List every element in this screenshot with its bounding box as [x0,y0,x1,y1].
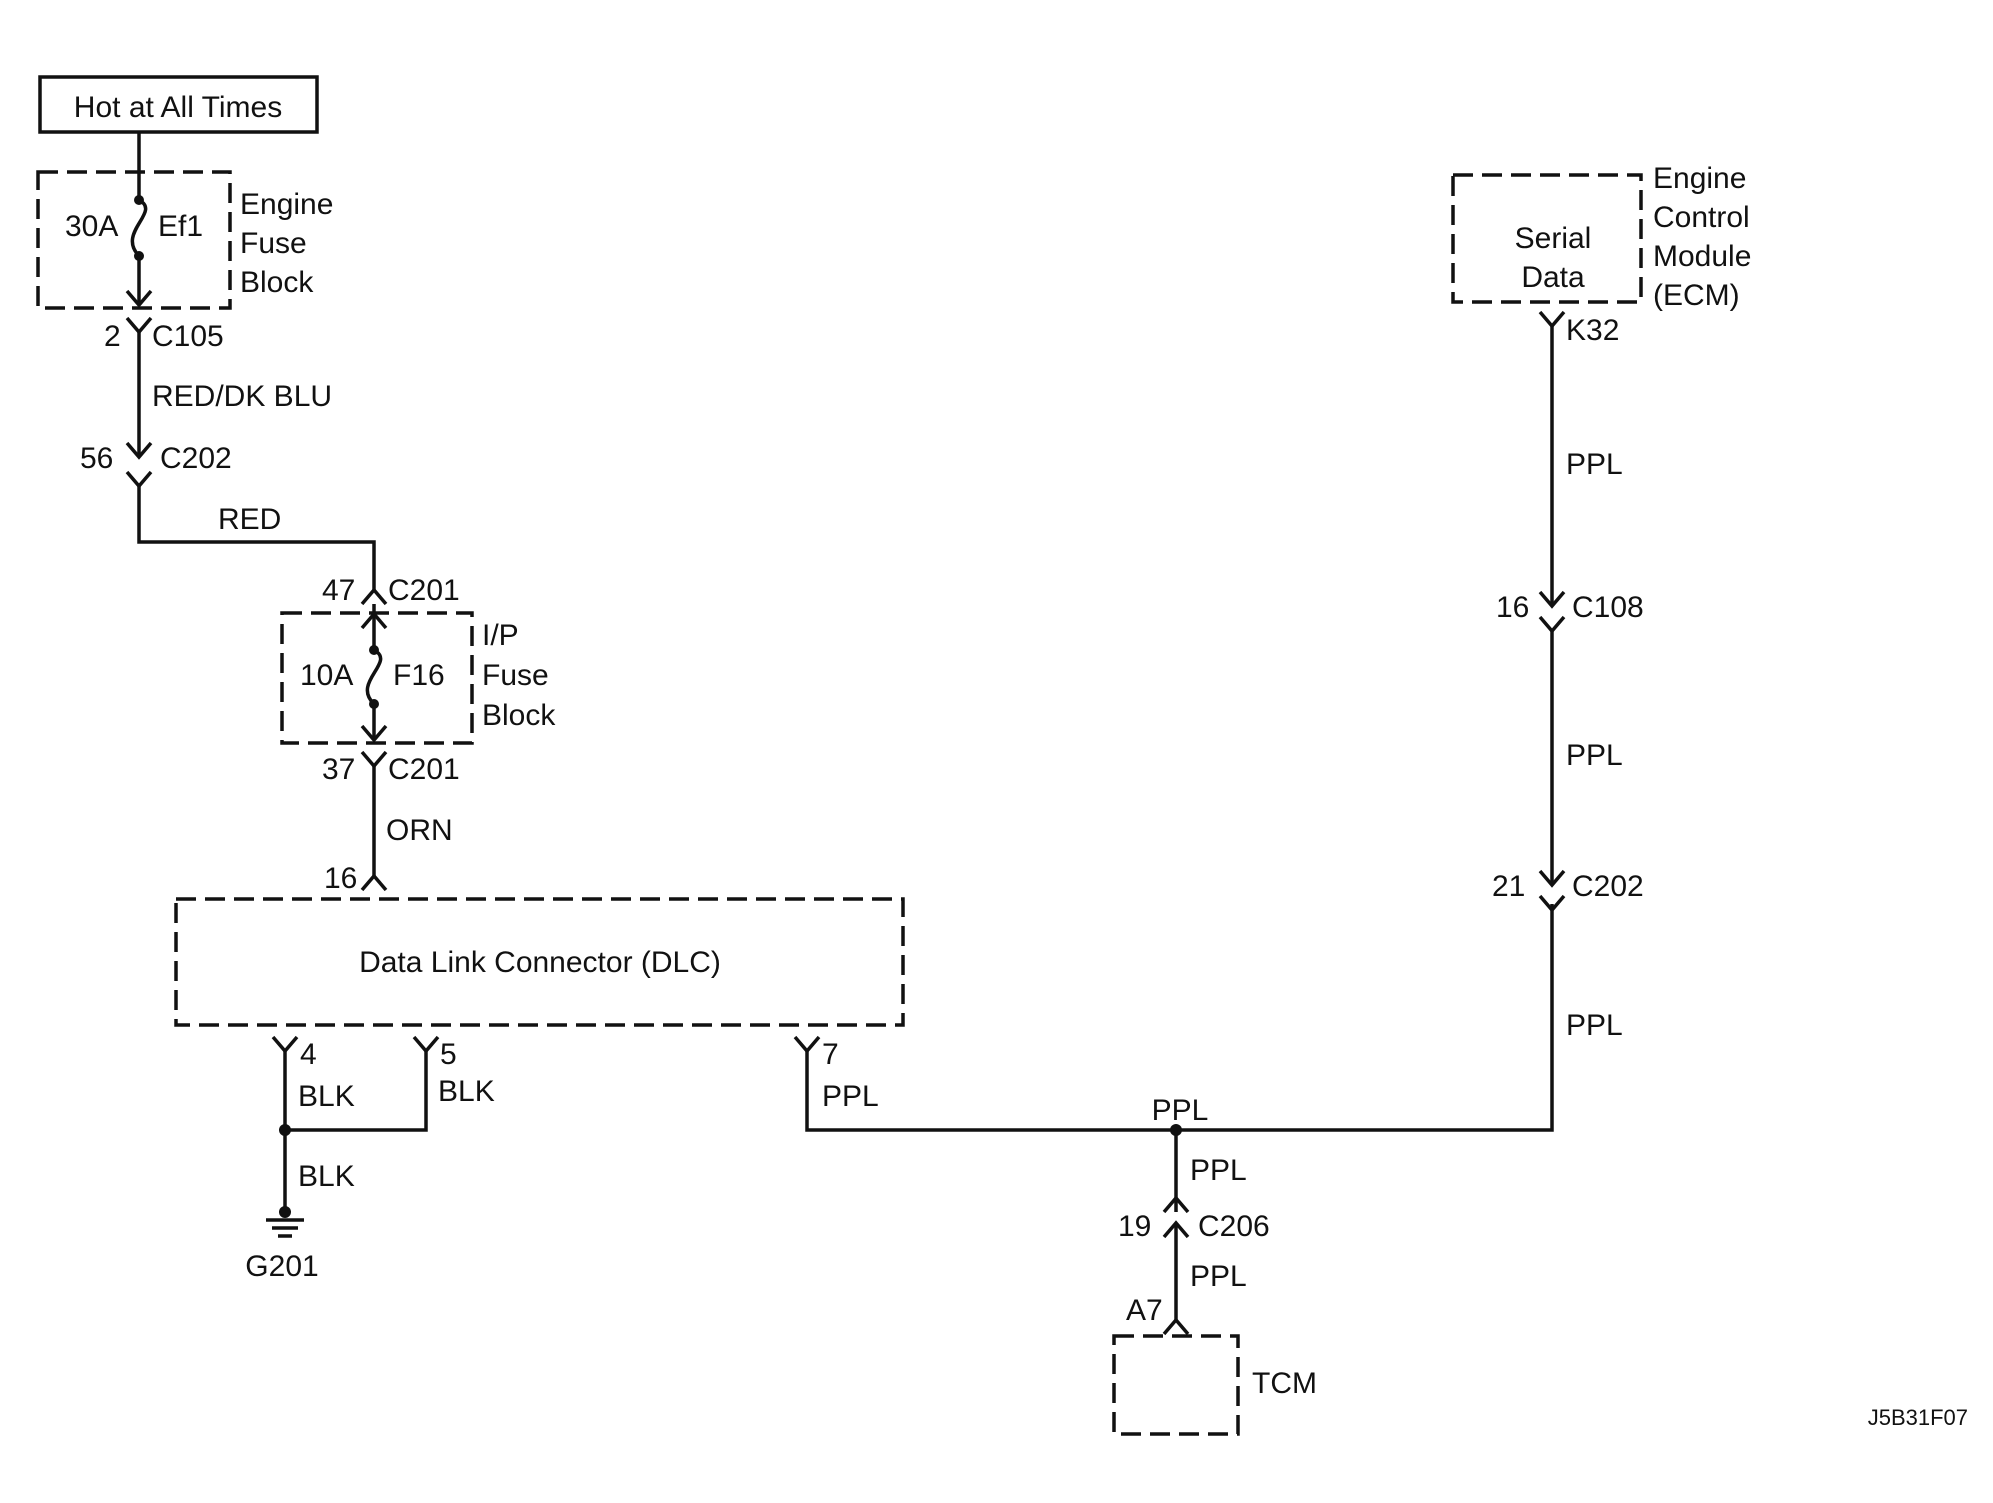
connector-c105-icon [125,316,153,335]
connector-c202-right-icon-a [1538,869,1566,888]
engine-fuse-block-label-3: Block [240,266,314,299]
connector-c202-right-icon-b [1538,894,1566,913]
fuse-f16-bottom-arrow-icon [360,724,388,743]
tcm-label: TCM [1252,1367,1317,1400]
ecm-label-3: Module [1653,240,1751,273]
connector-c201-in: 47 C201 [322,574,460,607]
ecm-label-1: Engine [1653,162,1746,195]
fuse-f16-rating: 10A [300,659,353,692]
wire-blk-pin5-label: BLK [438,1075,495,1108]
connector-c105-name: C105 [152,320,224,353]
power-source-label: Hot at All Times [74,91,282,124]
connector-c206-pin: 19 [1118,1210,1151,1243]
wire-ppl-c206-tcm-label: PPL [1190,1260,1247,1293]
connector-c206: 19 C206 [1118,1195,1270,1243]
connector-c201-out-name: C201 [388,753,460,786]
connector-c108-pin: 16 [1496,591,1529,624]
splice-wire-label: PPL [1152,1094,1209,1127]
fuse-f16-icon [365,648,383,706]
wire-ppl-splice-c206-label: PPL [1190,1154,1247,1187]
wire-blk-pin5 [285,1051,428,1132]
wire-red-dk-blu-label: RED/DK BLU [152,380,332,413]
dlc-pin-4-icon [271,1035,299,1054]
tcm-pin-a7-label: A7 [1126,1294,1163,1327]
ground-icon [266,1218,304,1238]
ip-fuse-block-outline [280,611,474,745]
ip-fuse-block: 10A F16 I/P Fuse Block [280,604,556,745]
tcm-pin-a7-icon [1162,1317,1190,1336]
connector-c108-name: C108 [1572,591,1644,624]
connector-c201-in-icon [360,587,388,606]
engine-fuse-block-label-1: Engine [240,188,333,221]
connector-c108-icon-a [1538,590,1566,609]
connector-c201-out-icon [360,750,388,769]
dlc-pin-7-icon [793,1035,821,1054]
fuse-ef1-icon [130,198,148,258]
ecm-module: Serial Data Engine Control Module (ECM) [1451,162,1751,312]
connector-c201-out-pin: 37 [322,753,355,786]
wire-blk-common-label: BLK [298,1160,355,1193]
ecm-block-label-1: Serial [1515,222,1592,255]
ground-g201-label: G201 [245,1250,318,1283]
connector-c105-pin: 2 [104,320,121,353]
ecm-pin-k32-label: K32 [1566,314,1619,347]
dlc-pin-4-label: 4 [300,1038,317,1071]
dlc-pin-5-icon [412,1035,440,1054]
wire-ppl-c108-c202-label: PPL [1566,739,1623,772]
connector-c202-right-pin: 21 [1492,870,1525,903]
connector-c201-out: 37 C201 [322,750,460,786]
ecm-pin-k32-icon [1538,310,1566,329]
fuse-f16-top-arrow-icon [360,611,388,630]
connector-c202-top: 56 C202 [80,441,232,489]
dlc-pin-16-label: 16 [324,862,357,895]
connector-c202-top-icon-a [125,441,153,460]
connector-c202-top-pin: 56 [80,442,113,475]
ecm-outline [1451,173,1643,304]
ip-fuse-block-label-2: Fuse [482,659,549,692]
engine-fuse-block-outline [36,170,232,310]
connector-c206-name: C206 [1198,1210,1270,1243]
fuse-f16-name: F16 [393,659,445,692]
fuse-ef1-name: Ef1 [158,210,203,243]
connector-arrow-icon [125,289,153,308]
connector-c108-icon-b [1538,615,1566,634]
connector-c108: 16 C108 [1496,590,1644,634]
wire-red-label: RED [218,503,281,536]
wire-ppl-c202-splice-label: PPL [1566,1009,1623,1042]
ip-fuse-block-label-1: I/P [482,619,519,652]
ecm-block-label-2: Data [1521,261,1585,294]
connector-c202-top-name: C202 [160,442,232,475]
connector-c202-top-icon-b [125,470,153,489]
tcm-module: TCM [1112,1334,1317,1436]
connector-c201-in-name: C201 [388,574,460,607]
connector-c202-right: 21 C202 [1492,869,1644,913]
engine-fuse-block-label-2: Fuse [240,227,307,260]
power-source-box: Hot at All Times [38,75,319,134]
ground-splice-icon [279,1124,291,1136]
dlc-pin-7-label: 7 [822,1038,839,1071]
dlc-label: Data Link Connector (DLC) [359,946,721,979]
dlc-box: Data Link Connector (DLC) [174,897,905,1027]
connector-c202-right-name: C202 [1572,870,1644,903]
wire-ppl-dlc-label: PPL [822,1080,879,1113]
wire-ppl-ecm-c108-label: PPL [1566,448,1623,481]
ip-fuse-block-label-3: Block [482,699,556,732]
fuse-ef1-rating: 30A [65,210,118,243]
ecm-label-4: (ECM) [1653,279,1740,312]
wire-orn-label: ORN [386,814,453,847]
ecm-label-2: Control [1653,201,1750,234]
dlc-outline [174,897,905,1027]
wire-blk-pin4-label: BLK [298,1080,355,1113]
connector-c206-icon-a [1162,1195,1190,1214]
dlc-pin-16-icon [360,873,388,892]
wire-red [137,486,376,590]
dlc-pin-5-label: 5 [440,1038,457,1071]
figure-id: J5B31F07 [1868,1405,1968,1430]
tcm-outline [1112,1334,1240,1436]
connector-c201-in-pin: 47 [322,574,355,607]
engine-fuse-block: 30A Ef1 Engine Fuse Block [36,132,333,310]
connector-c105: 2 C105 [104,316,224,353]
